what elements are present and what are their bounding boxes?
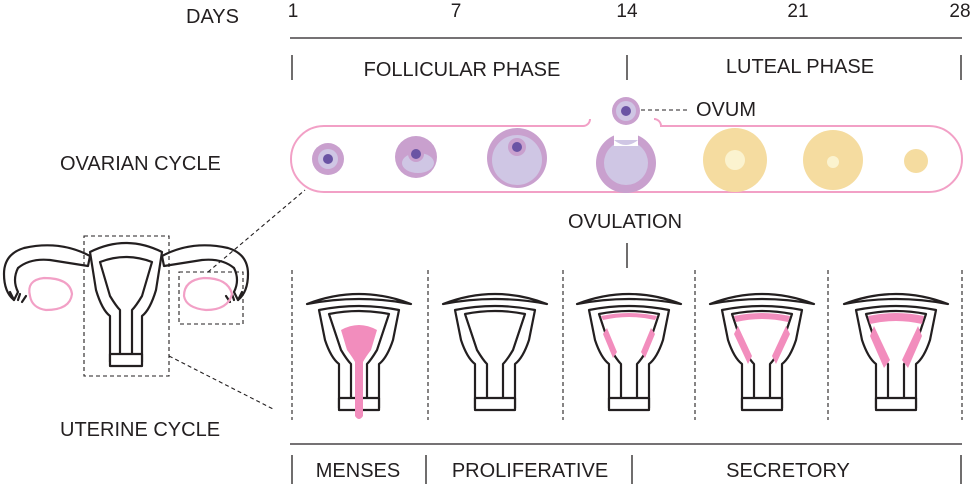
- day-tick-7: 7: [451, 1, 462, 22]
- day-tick-28: 28: [949, 1, 970, 22]
- uterus-zoom-line: [168, 355, 276, 411]
- uterus-late-secretory: [842, 292, 950, 412]
- tertiary-follicle: [487, 128, 547, 188]
- ovary-zoom-box: [178, 271, 244, 325]
- uterus-menses: [305, 292, 413, 419]
- uterus-zoom-box: [83, 235, 170, 377]
- corpus-luteum-large: [703, 128, 767, 192]
- uterus-anatomy: [2, 242, 250, 368]
- uterus-secretory: [708, 292, 816, 412]
- days-label: DAYS: [186, 6, 239, 28]
- released-ovum: [612, 97, 640, 125]
- proliferative-label: PROLIFERATIVE: [452, 460, 608, 482]
- luteal-phase-label: LUTEAL PHASE: [726, 56, 874, 78]
- ovary-band-notch: [582, 118, 591, 127]
- ruptured-follicle: [596, 128, 656, 193]
- uterus-early-thickening: [575, 292, 683, 412]
- ovum-label: OVUM: [696, 99, 756, 121]
- corpus-albicans: [904, 149, 928, 173]
- ovary-zoom-line: [207, 189, 306, 273]
- ovary-band: [290, 118, 963, 193]
- ovulation-label: OVULATION: [568, 211, 682, 233]
- uterine-cycle-label: UTERINE CYCLE: [60, 419, 220, 441]
- day-tick-1: 1: [288, 1, 299, 22]
- follicular-phase-label: FOLLICULAR PHASE: [364, 59, 561, 81]
- menses-label: MENSES: [316, 460, 400, 482]
- uterus-proliferative: [441, 292, 549, 412]
- secondary-follicle: [395, 136, 437, 178]
- secretory-label: SECRETORY: [726, 460, 850, 482]
- ovarian-cycle-label: OVARIAN CYCLE: [60, 153, 221, 175]
- corpus-luteum-medium: [803, 130, 863, 190]
- day-tick-14: 14: [616, 1, 638, 22]
- day-tick-21: 21: [787, 1, 808, 22]
- primary-follicle: [312, 143, 344, 175]
